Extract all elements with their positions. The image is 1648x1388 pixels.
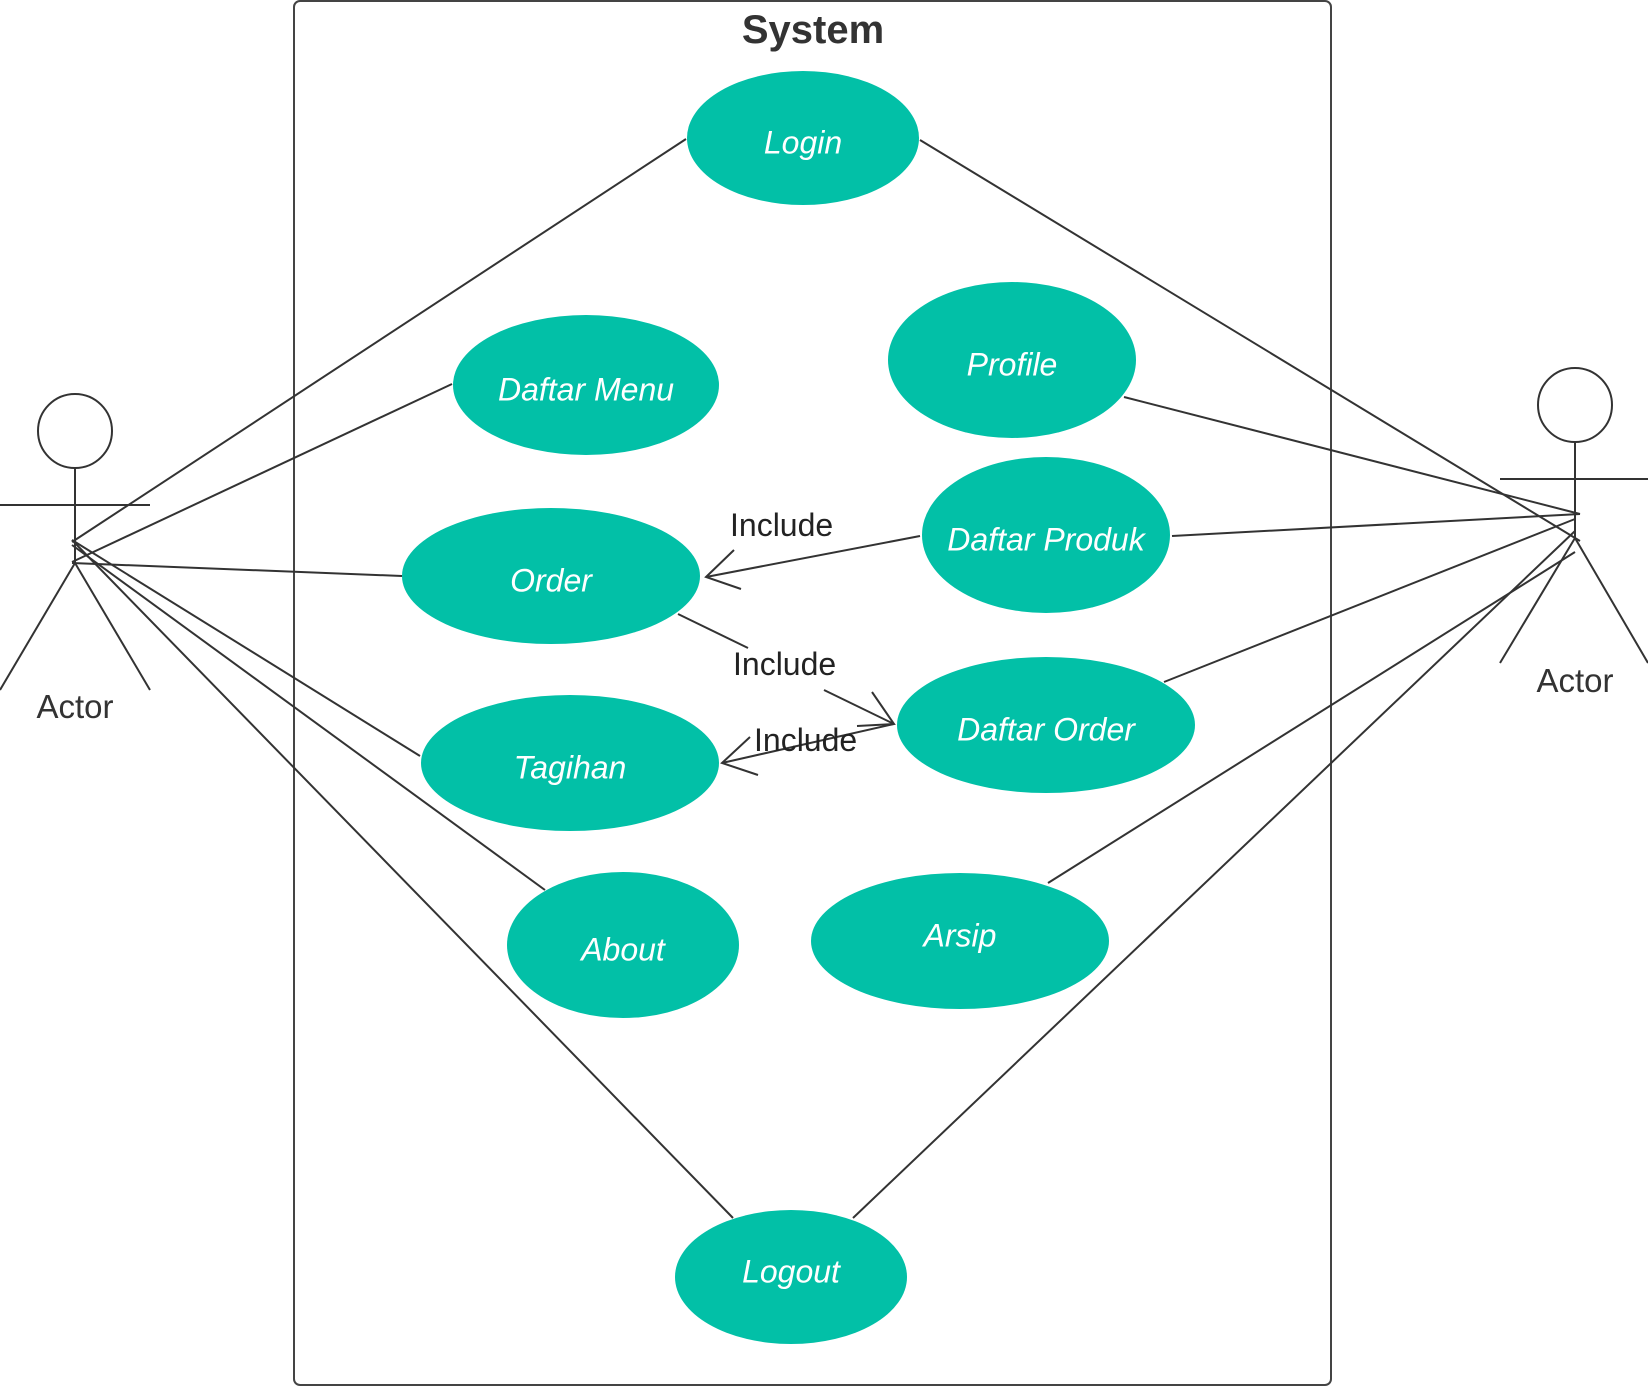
use-case-tagihan[interactable]: Tagihan (421, 695, 719, 831)
svg-text:Profile: Profile (967, 346, 1058, 382)
assoc-right-profile (1123, 396, 1581, 515)
assoc-left-logout (71, 539, 734, 1219)
include-line-order-daftar-order-b (823, 689, 895, 725)
include-arrowhead-order (704, 549, 742, 590)
use-case-arsip[interactable]: Arsip (811, 873, 1109, 1009)
svg-text:Logout: Logout (742, 1253, 841, 1289)
actor-left-label: Actor (36, 688, 113, 725)
right-actor-associations (852, 139, 1581, 1219)
system-title: System (742, 8, 884, 52)
assoc-left-order (71, 562, 403, 577)
actor-right-label: Actor (1536, 662, 1613, 699)
use-case-profile[interactable]: Profile (888, 282, 1136, 438)
use-case-daftar-produk[interactable]: Daftar Produk (922, 457, 1170, 613)
include-label-1: Include (730, 507, 833, 543)
svg-text:Daftar Produk: Daftar Produk (947, 521, 1146, 557)
assoc-right-logout (852, 530, 1576, 1219)
svg-text:Daftar Menu: Daftar Menu (498, 371, 674, 407)
assoc-left-about (71, 544, 546, 891)
actor-right[interactable]: Actor (1499, 367, 1648, 699)
actor-right-head (1537, 367, 1613, 443)
actor-left-head (37, 393, 113, 469)
svg-text:Login: Login (764, 124, 842, 160)
use-case-logout[interactable]: Logout (675, 1210, 907, 1344)
assoc-left-login (71, 138, 687, 543)
assoc-right-daftar-order (1163, 518, 1576, 683)
include-label-2: Include (733, 646, 836, 682)
left-actor-associations (71, 138, 734, 1219)
use-case-about[interactable]: About (507, 872, 739, 1018)
svg-text:Tagihan: Tagihan (514, 749, 627, 785)
assoc-left-tagihan (71, 539, 421, 757)
assoc-right-daftar-produk (1171, 513, 1581, 537)
svg-text:About: About (579, 931, 666, 967)
svg-text:Arsip: Arsip (922, 917, 997, 953)
use-case-order[interactable]: Order (402, 508, 700, 644)
system-boundary (293, 0, 1332, 1386)
assoc-left-daftar-menu (71, 383, 453, 563)
use-case-daftar-menu[interactable]: Daftar Menu (453, 315, 719, 455)
include-arrowhead-tagihan (720, 736, 759, 776)
svg-text:Daftar Order: Daftar Order (957, 711, 1136, 747)
use-case-login[interactable]: Login (687, 71, 919, 205)
include-label-3: Include (754, 722, 857, 758)
actor-left[interactable]: Actor (0, 393, 151, 725)
assoc-right-login (919, 139, 1581, 542)
svg-text:Order: Order (510, 562, 593, 598)
use-case-daftar-order[interactable]: Daftar Order (897, 657, 1195, 793)
include-line-order-daftar-order-a (677, 613, 749, 649)
include-relations: Include Include Include (677, 507, 921, 776)
assoc-right-arsip (1047, 551, 1576, 884)
include-line-daftar-order-tagihan (721, 723, 895, 764)
include-line-produk-order (705, 535, 921, 578)
